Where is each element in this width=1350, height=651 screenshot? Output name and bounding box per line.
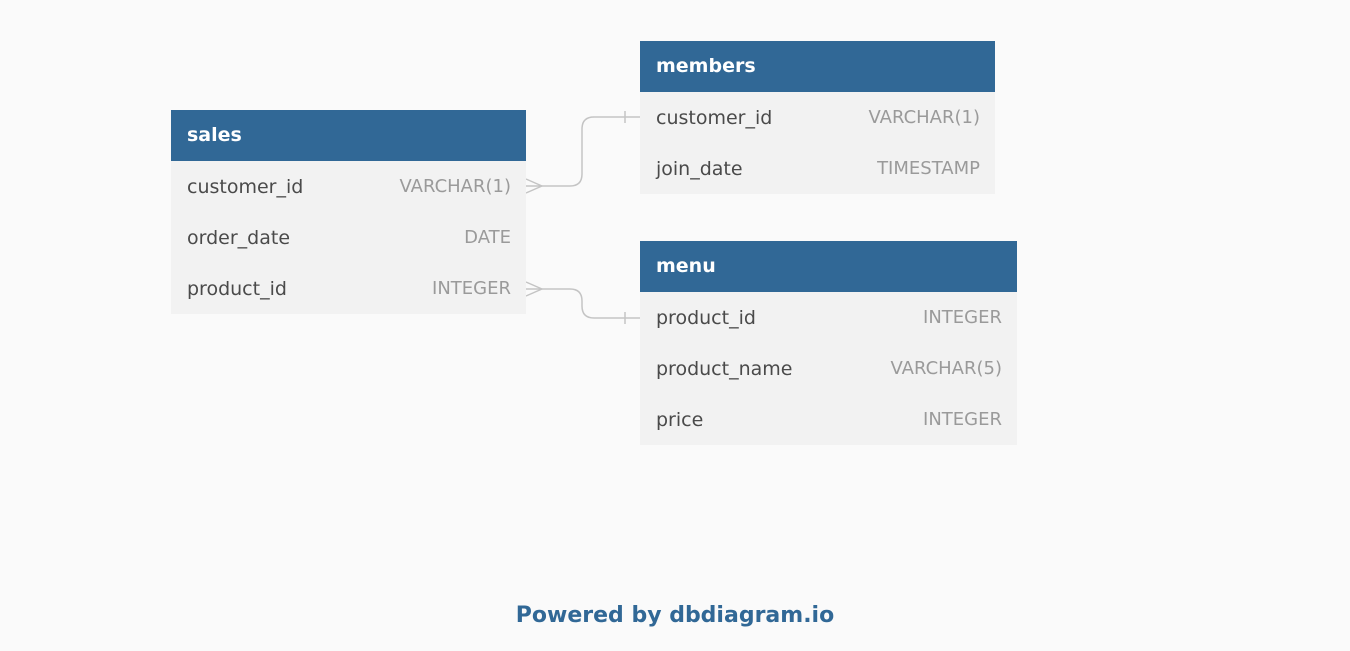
table-menu[interactable]: menu product_id INTEGER product_name VAR… xyxy=(640,241,1017,445)
column-name: product_name xyxy=(656,357,793,380)
table-members[interactable]: members customer_id VARCHAR(1) join_date… xyxy=(640,41,995,194)
column-type: VARCHAR(5) xyxy=(890,358,1002,379)
column-name: customer_id xyxy=(187,175,304,198)
crowfoot-upper-line xyxy=(525,281,543,290)
column-type: VARCHAR(1) xyxy=(868,107,980,128)
column-name: order_date xyxy=(187,226,291,249)
column-row-order-date[interactable]: order_date DATE xyxy=(171,212,526,263)
table-header-members[interactable]: members xyxy=(640,41,995,92)
connector-path xyxy=(526,288,640,319)
column-type: INTEGER xyxy=(923,307,1002,328)
column-row-customer-id[interactable]: customer_id VARCHAR(1) xyxy=(640,92,995,143)
relationship-sales-menu[interactable] xyxy=(525,281,640,324)
column-name: price xyxy=(656,408,704,431)
crowfoot-lower-line xyxy=(525,185,543,194)
column-name: product_id xyxy=(656,306,756,329)
table-header-sales[interactable]: sales xyxy=(171,110,526,161)
connector-path xyxy=(526,116,640,187)
relationship-sales-members[interactable] xyxy=(525,111,640,194)
table-header-menu[interactable]: menu xyxy=(640,241,1017,292)
column-type: DATE xyxy=(464,227,511,248)
column-type: INTEGER xyxy=(923,409,1002,430)
table-sales[interactable]: sales customer_id VARCHAR(1) order_date … xyxy=(171,110,526,314)
column-name: product_id xyxy=(187,277,287,300)
column-row-product-id[interactable]: product_id INTEGER xyxy=(640,292,1017,343)
column-row-join-date[interactable]: join_date TIMESTAMP xyxy=(640,143,995,194)
column-type: INTEGER xyxy=(432,278,511,299)
column-row-customer-id[interactable]: customer_id VARCHAR(1) xyxy=(171,161,526,212)
column-name: customer_id xyxy=(656,106,773,129)
column-type: TIMESTAMP xyxy=(877,158,980,179)
column-name: join_date xyxy=(656,157,743,180)
column-row-product-id[interactable]: product_id INTEGER xyxy=(171,263,526,314)
crowfoot-upper-line xyxy=(525,178,543,187)
powered-by-link[interactable]: Powered by dbdiagram.io xyxy=(515,603,835,628)
column-type: VARCHAR(1) xyxy=(399,176,511,197)
crowfoot-lower-line xyxy=(525,288,543,297)
column-row-product-name[interactable]: product_name VARCHAR(5) xyxy=(640,343,1017,394)
column-row-price[interactable]: price INTEGER xyxy=(640,394,1017,445)
